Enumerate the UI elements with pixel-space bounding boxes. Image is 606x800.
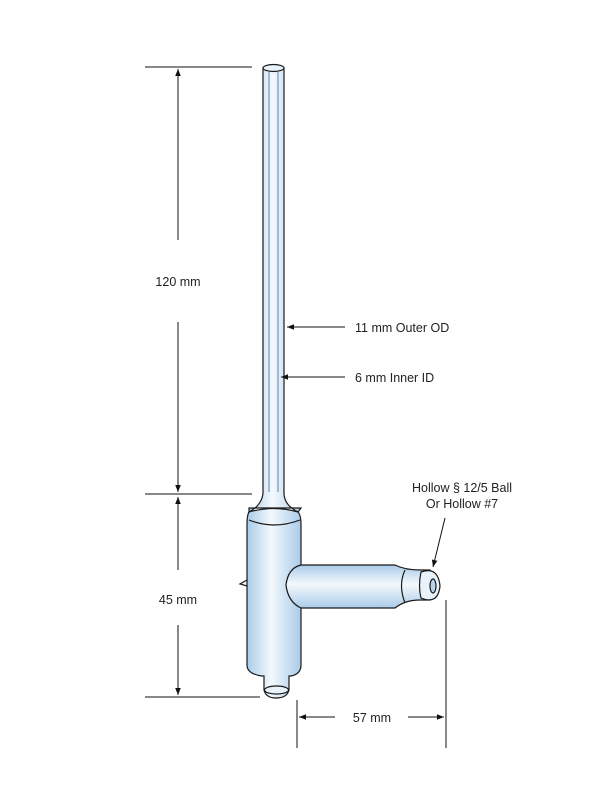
inner-id-label: 6 mm Inner ID	[355, 371, 434, 385]
joint-label-line2: Or Hollow #7	[426, 497, 498, 511]
glass-piece	[238, 63, 441, 699]
outer-od-label: 11 mm Outer OD	[355, 321, 449, 335]
arm-width-label: 57 mm	[353, 711, 391, 725]
height-top-label: 120 mm	[155, 275, 200, 289]
top-opening	[262, 63, 285, 73]
top-tube	[248, 67, 303, 514]
side-arm	[285, 564, 431, 609]
height-bottom-label: 45 mm	[159, 593, 197, 607]
main-body	[246, 507, 302, 699]
dimension-lines	[145, 66, 447, 748]
joint-label-line1: Hollow § 12/5 Ball	[412, 481, 512, 495]
